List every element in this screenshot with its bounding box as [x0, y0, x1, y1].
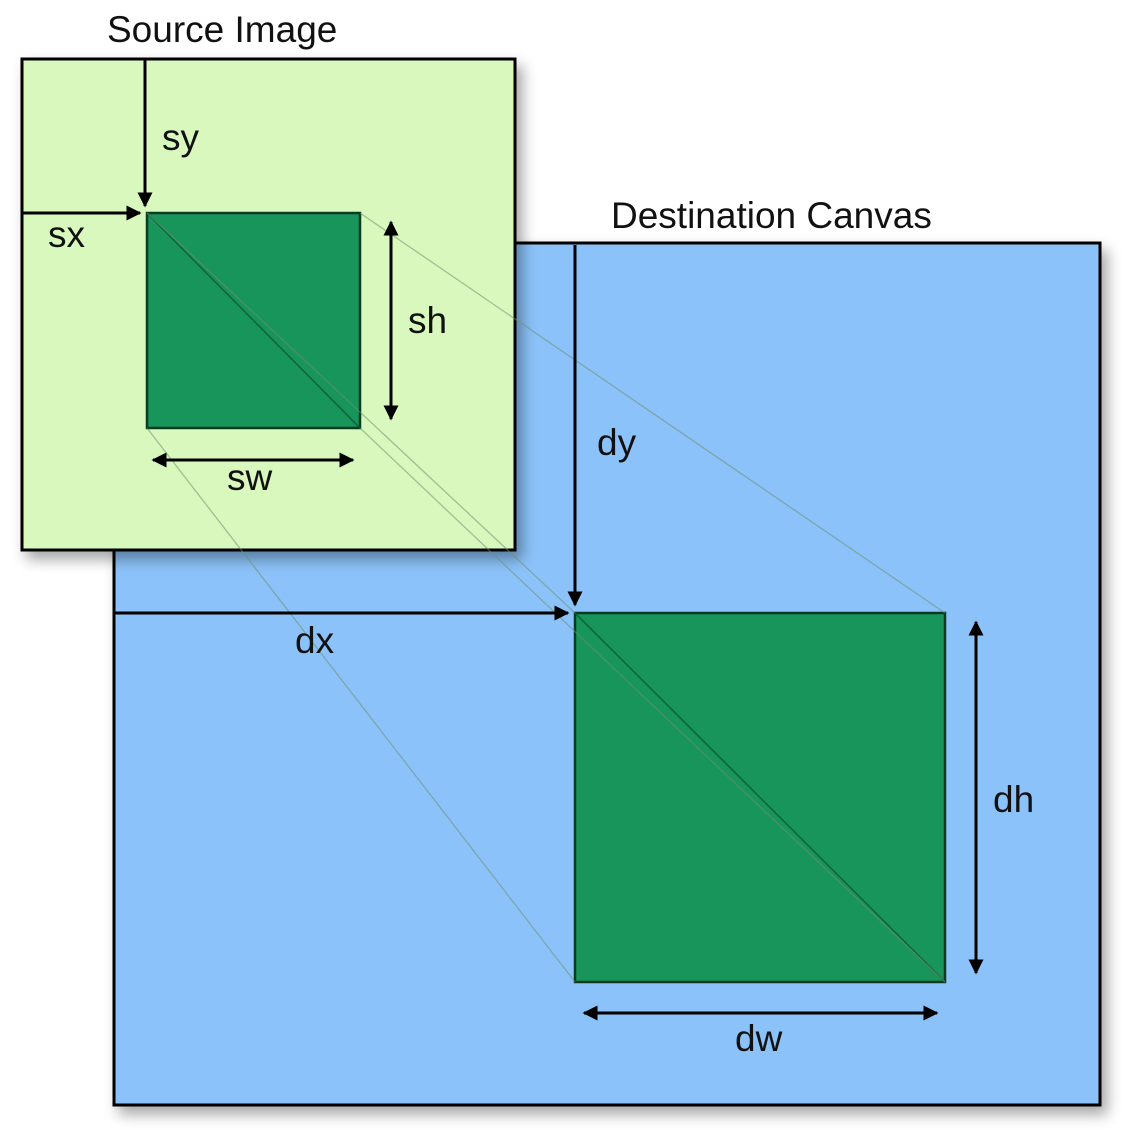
sx-label: sx [48, 214, 86, 255]
projection-line-top-left [146, 212, 576, 614]
dh-label: dh [993, 779, 1034, 820]
projection-line-bottom-right [359, 427, 946, 983]
destination-region-diagonal [574, 612, 946, 983]
sh-label: sh [408, 300, 447, 341]
dw-label: dw [735, 1018, 783, 1059]
dx-label: dx [295, 620, 335, 661]
sy-label: sy [162, 117, 200, 158]
source-region-diagonal [146, 212, 361, 429]
source-region-border [145, 211, 362, 430]
destination-canvas-title: Destination Canvas [611, 195, 932, 236]
dy-label: dy [597, 422, 637, 463]
projection-line-top-right [359, 212, 946, 614]
destination-region-border [573, 611, 947, 984]
projection-line-bottom-left [146, 427, 576, 983]
source-image-title: Source Image [107, 9, 337, 50]
sw-label: sw [227, 457, 273, 498]
